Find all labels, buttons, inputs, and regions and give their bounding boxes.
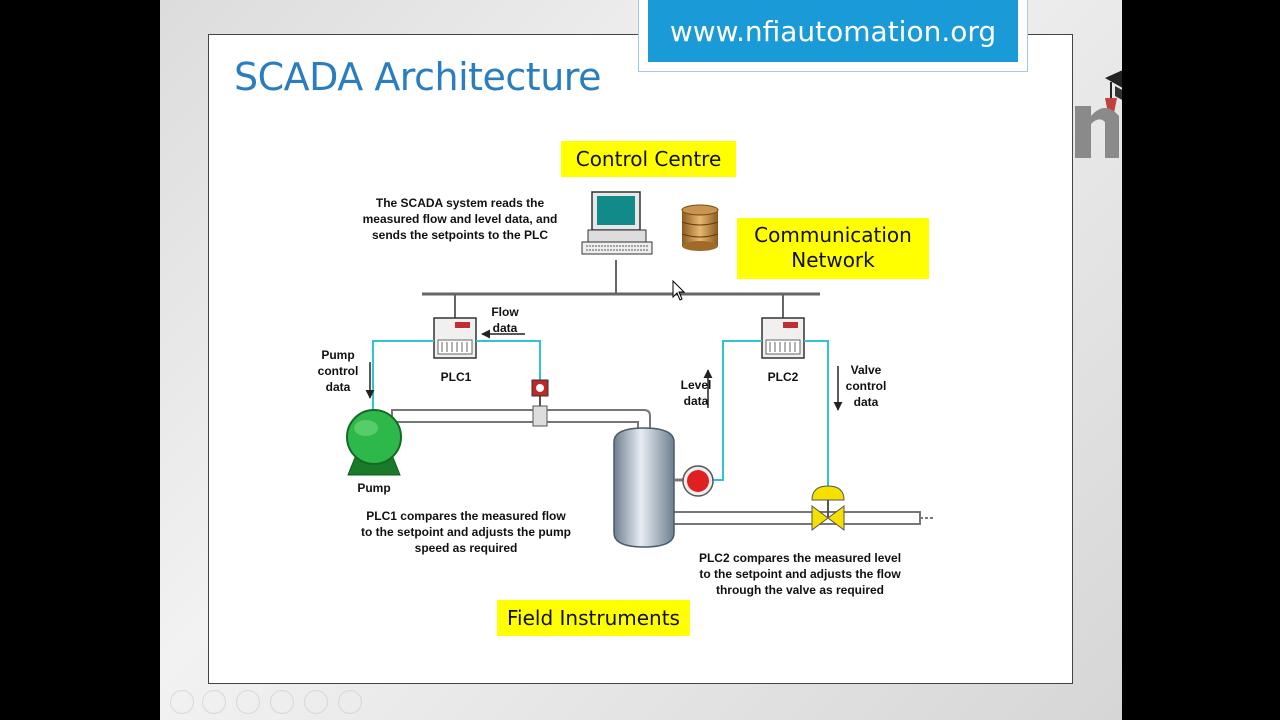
slide-stage: SCADA Architecture www.nfiautomation.org…	[160, 0, 1122, 720]
plc2-icon	[761, 317, 805, 359]
label-control-centre: Control Centre	[561, 141, 736, 177]
label-field-instruments: Field Instruments	[497, 600, 690, 636]
nfi-logo	[1075, 70, 1122, 158]
slide-title: SCADA Architecture	[234, 55, 601, 99]
tank-icon	[613, 427, 675, 548]
note-plc1-compares: PLC1 compares the measured flow to the s…	[361, 509, 571, 555]
mouse-cursor-icon	[672, 279, 686, 301]
url-text[interactable]: www.nfiautomation.org	[648, 0, 1018, 62]
flow-meter-icon	[531, 379, 549, 427]
note-scada-reads: The SCADA system reads the measured flow…	[362, 196, 558, 242]
zoom-icon[interactable]	[304, 690, 328, 714]
graduation-cap-icon	[1105, 70, 1122, 88]
note-valve-control: Valve control data	[845, 363, 887, 409]
pen-tool-icon[interactable]	[236, 690, 260, 714]
note-flow-data: Flow data	[491, 305, 519, 335]
database-icon	[681, 204, 719, 251]
slides-grid-icon[interactable]	[270, 690, 294, 714]
previous-slide-icon[interactable]	[170, 690, 194, 714]
scada-diagram	[346, 191, 935, 548]
url-banner: www.nfiautomation.org	[638, 0, 1028, 72]
pump-label: Pump	[357, 481, 391, 495]
note-level-data: Level data	[680, 378, 712, 408]
next-slide-icon[interactable]	[202, 690, 226, 714]
more-options-icon[interactable]	[338, 690, 362, 714]
pump-icon	[346, 409, 402, 476]
plc1-label: PLC1	[440, 370, 472, 384]
level-sensor-icon	[674, 465, 714, 497]
note-plc2-compares: PLC2 compares the measured level to the …	[698, 551, 902, 597]
network-bus	[422, 260, 820, 318]
label-communication-network: Communication Network	[737, 218, 929, 279]
note-pump-control: Pump control data	[317, 348, 359, 394]
plc1-icon	[433, 317, 477, 359]
data-arrows	[365, 329, 843, 411]
computer-icon	[581, 191, 653, 255]
plc2-label: PLC2	[767, 370, 799, 384]
control-valve-icon	[811, 485, 845, 531]
